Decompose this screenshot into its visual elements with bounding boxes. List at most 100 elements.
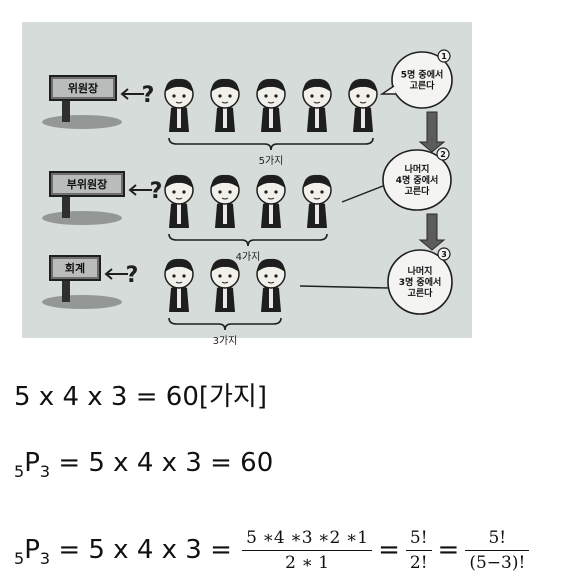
person-collar bbox=[269, 204, 273, 224]
person-hair bbox=[303, 78, 331, 92]
fraction-denominator: 2! bbox=[409, 553, 428, 573]
left-arrow-icon bbox=[104, 268, 128, 280]
person-eye bbox=[274, 274, 278, 278]
person-collar bbox=[177, 288, 181, 308]
equation-permutation: 5P3 = 5 x 4 x 3 = 60 bbox=[14, 448, 273, 481]
person-mouth bbox=[221, 101, 229, 104]
person-eye bbox=[182, 94, 186, 98]
speech-bubble bbox=[391, 51, 453, 109]
bubble-text-line: 5명 중에서 bbox=[401, 69, 444, 81]
count-brace bbox=[168, 137, 374, 151]
count-label: 5가지 bbox=[259, 155, 284, 167]
person-collar bbox=[177, 204, 181, 224]
person-icon bbox=[348, 78, 378, 132]
person-eye bbox=[264, 190, 268, 194]
person-collar bbox=[223, 288, 227, 308]
sign-shadow bbox=[42, 115, 122, 129]
fraction-general: 5!(5−3)! bbox=[465, 528, 530, 573]
fraction-denominator: 2 ∗ 1 bbox=[285, 553, 330, 573]
sign-label: 부위원장 bbox=[67, 177, 107, 191]
perm-n-2: 5 bbox=[14, 549, 25, 568]
speech-bubble bbox=[382, 149, 452, 211]
equals-sign: = bbox=[378, 535, 400, 565]
step-number-badge bbox=[437, 49, 451, 63]
person-icon bbox=[164, 78, 194, 132]
speech-bubble bbox=[387, 249, 453, 315]
person-hair bbox=[257, 258, 285, 272]
bubble-tail bbox=[379, 85, 396, 95]
person-hair bbox=[303, 174, 331, 188]
step-number-badge bbox=[437, 247, 451, 261]
fraction-numerator: 5! bbox=[405, 528, 432, 551]
bubble-text-line: 고른다 bbox=[405, 185, 431, 197]
person-eye bbox=[264, 94, 268, 98]
left-arrow-icon bbox=[128, 184, 152, 196]
person-eye bbox=[172, 94, 176, 98]
sign-board-face bbox=[53, 259, 97, 277]
perm-n: 5 bbox=[14, 462, 25, 481]
perm-r: 3 bbox=[39, 462, 51, 481]
down-arrow-icon bbox=[418, 111, 446, 153]
fraction-factorials: 5!2! bbox=[405, 528, 432, 573]
person-icon bbox=[256, 174, 286, 228]
person-collar bbox=[269, 108, 273, 128]
person-eye bbox=[182, 274, 186, 278]
person-mouth bbox=[175, 281, 183, 284]
person-mouth bbox=[359, 101, 367, 104]
person-eye bbox=[172, 274, 176, 278]
person-collar bbox=[223, 204, 227, 224]
person-hair bbox=[257, 174, 285, 188]
person-mouth bbox=[175, 101, 183, 104]
person-mouth bbox=[175, 197, 183, 200]
perm-p-2: P bbox=[24, 535, 40, 565]
perm-p: P bbox=[24, 448, 40, 478]
person-mouth bbox=[221, 197, 229, 200]
person-eye bbox=[264, 274, 268, 278]
person-eye bbox=[218, 190, 222, 194]
equals-sign: = bbox=[437, 535, 460, 565]
person-hair bbox=[349, 78, 377, 92]
fraction-numerator: 5 ∗4 ∗3 ∗2 ∗1 bbox=[242, 528, 373, 551]
person-mouth bbox=[313, 101, 321, 104]
person-icon bbox=[164, 174, 194, 228]
equation-total-text: 5 x 4 x 3 = 60[가지] bbox=[14, 382, 267, 412]
person-collar bbox=[269, 288, 273, 308]
sign-board-face bbox=[53, 175, 121, 193]
person-eye bbox=[356, 94, 360, 98]
question-mark: ? bbox=[150, 179, 163, 204]
sign-shadow bbox=[42, 211, 122, 225]
perm-expansion-2: = 5 x 4 x 3 = bbox=[50, 535, 241, 565]
person-eye bbox=[182, 190, 186, 194]
person-hair bbox=[165, 78, 193, 92]
bubble-text-line: 고른다 bbox=[410, 80, 436, 92]
person-hair bbox=[257, 78, 285, 92]
person-icon bbox=[302, 78, 332, 132]
person-eye bbox=[274, 190, 278, 194]
person-eye bbox=[310, 94, 314, 98]
person-icon bbox=[210, 174, 240, 228]
person-eye bbox=[228, 190, 232, 194]
question-mark: ? bbox=[142, 83, 155, 108]
person-hair bbox=[211, 174, 239, 188]
step-number-badge bbox=[436, 147, 450, 161]
person-mouth bbox=[267, 101, 275, 104]
sign-label: 위원장 bbox=[68, 81, 98, 95]
person-mouth bbox=[267, 281, 275, 284]
person-mouth bbox=[221, 281, 229, 284]
count-brace bbox=[168, 317, 282, 331]
bubble-text-line: 고른다 bbox=[408, 287, 434, 299]
person-hair bbox=[211, 258, 239, 272]
sign-label: 회계 bbox=[65, 261, 85, 275]
person-eye bbox=[172, 190, 176, 194]
question-mark: ? bbox=[126, 263, 139, 288]
person-icon bbox=[210, 258, 240, 312]
bubble-pointer bbox=[341, 185, 384, 203]
count-label: 3가지 bbox=[213, 335, 238, 347]
count-label: 4가지 bbox=[236, 251, 261, 263]
person-eye bbox=[366, 94, 370, 98]
step-number: 1 bbox=[441, 52, 447, 61]
